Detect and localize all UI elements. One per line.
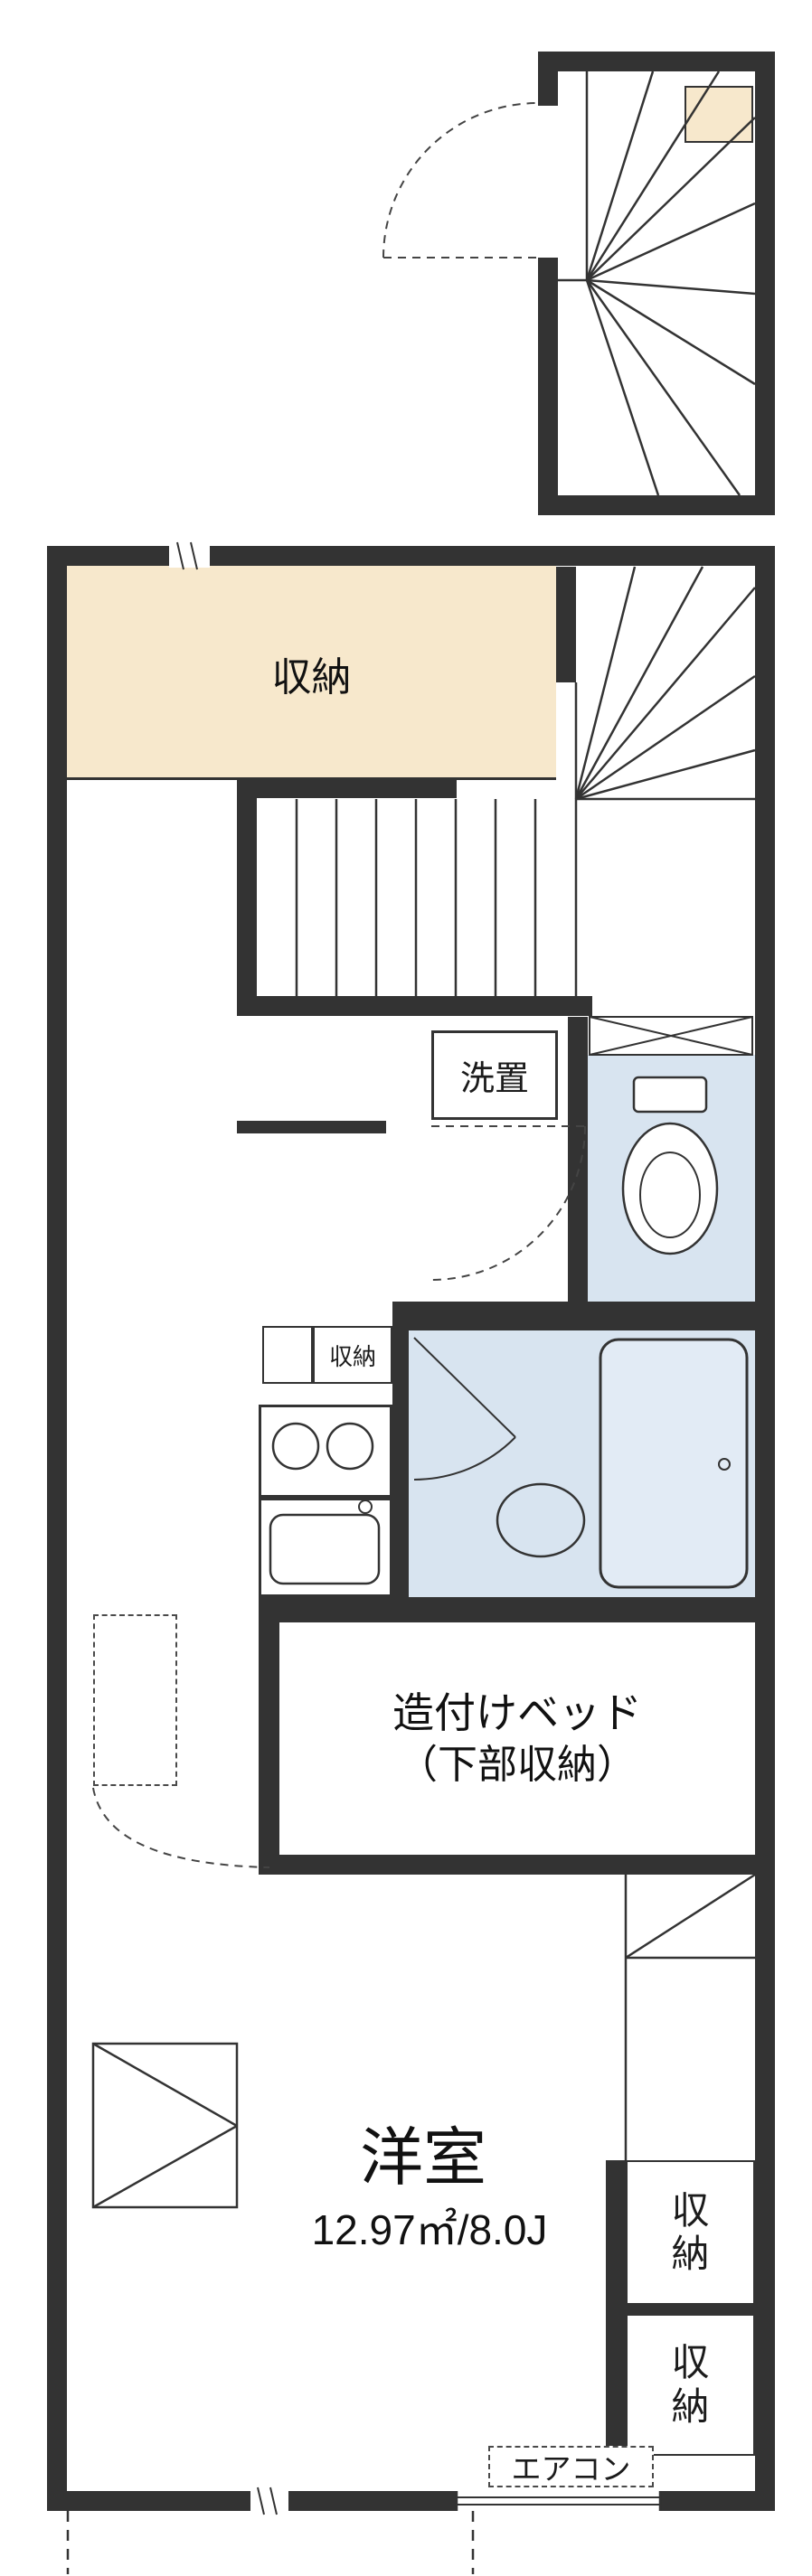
wall-segment bbox=[538, 258, 558, 515]
wall-segment bbox=[556, 567, 576, 682]
window-seat-icon bbox=[93, 2044, 237, 2207]
wall-segment bbox=[257, 778, 457, 798]
washroom-door-swing-icon bbox=[431, 1126, 585, 1280]
closet-lower: 収納 bbox=[626, 2314, 755, 2456]
window-symbol-icon bbox=[457, 2491, 660, 2511]
room-counter-icon bbox=[626, 1875, 755, 2160]
bed-label-line1: 造付けベッド bbox=[392, 1689, 642, 1737]
closet-upper: 収納 bbox=[626, 2160, 755, 2305]
built-in-bed-area: 造付けベッド （下部収納） bbox=[279, 1622, 755, 1855]
upper-stairs-icon bbox=[558, 71, 755, 495]
wall-break-bottom-icon bbox=[250, 2487, 288, 2515]
room-area-label: 12.97㎡/8.0J bbox=[311, 2206, 548, 2253]
wall-segment bbox=[259, 1597, 755, 1622]
wall-segment bbox=[392, 1302, 755, 1330]
upper-storage-box bbox=[685, 86, 753, 143]
entrance-door-swing-icon bbox=[383, 103, 538, 258]
laundry-label: 洗置 bbox=[459, 1060, 529, 1098]
closet-upper-label: 収納 bbox=[671, 2188, 710, 2275]
wall-segment bbox=[237, 1121, 386, 1133]
bath-door-icon bbox=[414, 1338, 515, 1480]
bathtub-icon bbox=[600, 1340, 747, 1587]
wall-segment bbox=[47, 546, 775, 566]
room-name-label-wrap: 洋室 bbox=[288, 2111, 559, 2193]
wall-segment bbox=[606, 2305, 755, 2314]
kitchen-storage-label: 収納 bbox=[328, 1342, 376, 1370]
wall-segment bbox=[755, 52, 775, 515]
aircon-box: エアコン bbox=[488, 2446, 654, 2487]
shelf-hatch-icon bbox=[590, 1017, 752, 1055]
wall-break-top-icon bbox=[169, 542, 210, 569]
wall-segment bbox=[237, 996, 592, 1016]
wall-segment bbox=[279, 1855, 755, 1875]
bath-basin-icon bbox=[497, 1484, 584, 1556]
kitchen-storage: 収納 bbox=[313, 1326, 392, 1384]
wall-segment bbox=[755, 546, 775, 2511]
wall-segment bbox=[259, 1597, 279, 1875]
closet-lower-label: 収納 bbox=[671, 2341, 710, 2428]
hall-cabinet bbox=[93, 1614, 177, 1786]
wall-segment bbox=[392, 1322, 409, 1597]
bed-label-line2: （下部収納） bbox=[398, 1742, 637, 1787]
main-stairs-icon bbox=[297, 567, 755, 996]
laundry-space: 洗置 bbox=[431, 1030, 558, 1120]
storage-room-label-wrap: 収納 bbox=[67, 566, 556, 780]
wall-segment bbox=[538, 495, 775, 515]
site-boundary-lines bbox=[68, 2511, 473, 2574]
sink-icon bbox=[270, 1500, 379, 1584]
wall-segment bbox=[538, 52, 775, 71]
storage-room-label: 収納 bbox=[271, 654, 352, 700]
room-area-label-wrap: 12.97㎡/8.0J bbox=[262, 2200, 597, 2254]
room-name-label: 洋室 bbox=[360, 2121, 486, 2193]
wall-segment bbox=[47, 546, 67, 2511]
stove-icon bbox=[273, 1424, 373, 1469]
hall-door-swing-icon bbox=[93, 1788, 269, 1867]
kitchen-side-box bbox=[262, 1326, 313, 1384]
wall-segment bbox=[538, 52, 558, 106]
toilet-icon bbox=[623, 1077, 717, 1254]
wall-segment bbox=[237, 778, 257, 1016]
aircon-label: エアコン bbox=[511, 2452, 631, 2486]
